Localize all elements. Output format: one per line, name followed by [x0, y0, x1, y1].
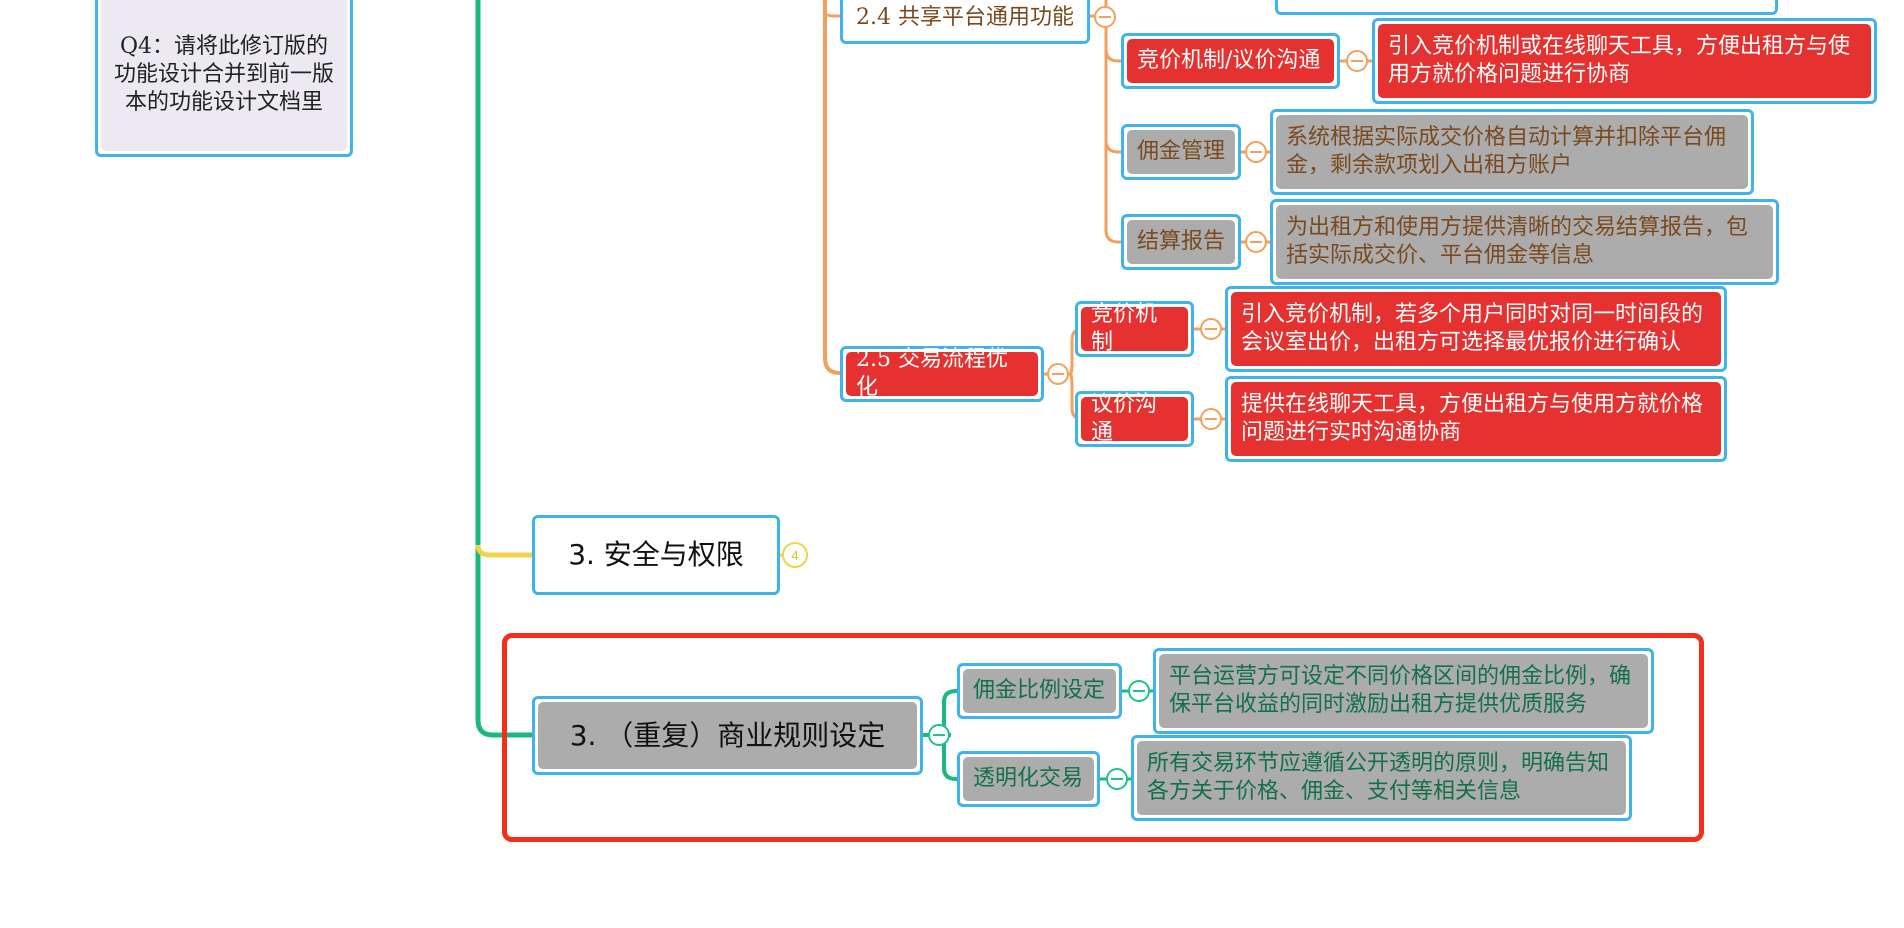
node-bidding-label: 竞价机制 [1081, 302, 1188, 355]
detail-commission-management[interactable]: 系统根据实际成交价格自动计算并扣除平台佣金，剩余款项划入出租方账户 [1270, 109, 1754, 195]
detail-settlement-report-text: 为出租方和使用方提供清晰的交易结算报告，包括实际成交价、平台佣金等信息 [1276, 205, 1773, 279]
node-bidding[interactable]: 竞价机制 [1075, 301, 1194, 357]
collapse-toggle-commission-management[interactable] [1245, 141, 1267, 163]
node-commission-management[interactable]: 佣金管理 [1121, 124, 1241, 180]
node-bidding-negotiation-label: 竞价机制/议价沟通 [1127, 39, 1334, 83]
node-bidding-negotiation[interactable]: 竞价机制/议价沟通 [1121, 33, 1340, 89]
detail-negotiation[interactable]: 提供在线聊天工具，方便出租方与使用方就价格问题进行实时沟通协商 [1225, 376, 1727, 462]
node-transparent-trade[interactable]: 透明化交易 [957, 751, 1100, 807]
collapse-toggle-bidding-negotiation[interactable] [1346, 50, 1368, 72]
node-2-5-label: 2.5 交易流程优化 [846, 347, 1038, 400]
detail-commission-management-text: 系统根据实际成交价格自动计算并扣除平台佣金，剩余款项划入出租方账户 [1276, 115, 1748, 189]
node-settlement-report-label: 结算报告 [1127, 220, 1235, 264]
offscreen-node-top-2 [1275, 0, 1778, 15]
detail-bidding-text: 引入竞价机制，若多个用户同时对同一时间段的会议室出价，出租方可选择最优报价进行确… [1231, 292, 1721, 366]
detail-bidding[interactable]: 引入竞价机制，若多个用户同时对同一时间段的会议室出价，出租方可选择最优报价进行确… [1225, 286, 1727, 372]
branch-line-2x [823, 0, 842, 375]
detail-commission-ratio-text: 平台运营方可设定不同价格区间的佣金比例，确保平台收益的同时激励出租方提供优质服务 [1159, 654, 1648, 728]
collapse-toggle-bidding[interactable] [1200, 318, 1222, 340]
node-3-security[interactable]: 3. 安全与权限 [532, 515, 780, 595]
node-commission-management-label: 佣金管理 [1127, 130, 1235, 174]
question-note[interactable]: Q4：请将此修订版的功能设计合并到前一版本的功能设计文档里 [95, 0, 353, 157]
node-2-4-label: 2.4 共享平台通用功能 [846, 0, 1084, 38]
detail-transparent-trade[interactable]: 所有交易环节应遵循公开透明的原则，明确告知各方关于价格、佣金、支付等相关信息 [1131, 735, 1632, 821]
detail-settlement-report[interactable]: 为出租方和使用方提供清晰的交易结算报告，包括实际成交价、平台佣金等信息 [1270, 199, 1779, 285]
node-commission-ratio[interactable]: 佣金比例设定 [957, 663, 1122, 719]
detail-bidding-negotiation[interactable]: 引入竞价机制或在线聊天工具，方便出租方与使用方就价格问题进行协商 [1372, 18, 1877, 104]
connector-2-4 [1104, 22, 1123, 244]
branch-line-section-3 [475, 544, 536, 558]
node-negotiation[interactable]: 议价沟通 [1075, 391, 1194, 447]
node-transparent-trade-label: 透明化交易 [963, 757, 1094, 801]
collapse-toggle-business-rules[interactable] [928, 724, 950, 746]
collapse-toggle-2-5[interactable] [1047, 363, 1069, 385]
node-2-5-transaction-flow[interactable]: 2.5 交易流程优化 [840, 346, 1044, 402]
collapse-toggle-transparent-trade[interactable] [1106, 768, 1128, 790]
collapsed-count-badge[interactable]: 4 [782, 542, 808, 568]
highlight-frame [502, 633, 1704, 842]
question-note-text: Q4：请将此修订版的功能设计合并到前一版本的功能设计文档里 [101, 0, 347, 151]
collapse-toggle-negotiation[interactable] [1200, 408, 1222, 430]
node-settlement-report[interactable]: 结算报告 [1121, 214, 1241, 270]
node-3-security-label: 3. 安全与权限 [538, 521, 774, 589]
node-3-business-rules[interactable]: 3. （重复）商业规则设定 [532, 696, 923, 775]
detail-transparent-trade-text: 所有交易环节应遵循公开透明的原则，明确告知各方关于价格、佣金、支付等相关信息 [1137, 741, 1626, 815]
collapse-toggle-commission-ratio[interactable] [1128, 680, 1150, 702]
collapse-toggle-settlement-report[interactable] [1245, 231, 1267, 253]
node-3-business-rules-label: 3. （重复）商业规则设定 [538, 702, 917, 769]
trunk-line [475, 0, 534, 738]
node-commission-ratio-label: 佣金比例设定 [963, 669, 1116, 713]
detail-negotiation-text: 提供在线聊天工具，方便出租方与使用方就价格问题进行实时沟通协商 [1231, 382, 1721, 456]
collapse-toggle-2-4[interactable] [1094, 6, 1116, 28]
detail-bidding-negotiation-text: 引入竞价机制或在线聊天工具，方便出租方与使用方就价格问题进行协商 [1378, 24, 1871, 98]
node-2-4-common-features[interactable]: 2.4 共享平台通用功能 [840, 0, 1090, 44]
detail-commission-ratio[interactable]: 平台运营方可设定不同价格区间的佣金比例，确保平台收益的同时激励出租方提供优质服务 [1153, 648, 1654, 734]
node-negotiation-label: 议价沟通 [1081, 392, 1188, 445]
